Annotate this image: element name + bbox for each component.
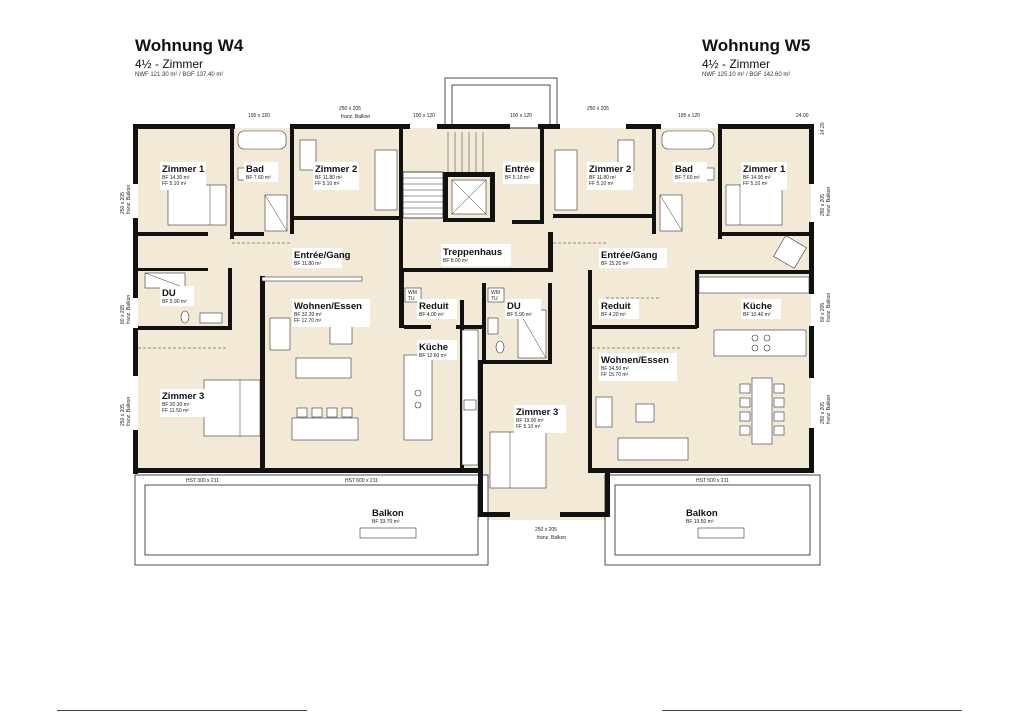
w4-zimmer2-name: Zimmer 2 bbox=[315, 164, 357, 175]
staircase bbox=[402, 132, 487, 219]
w5-wohnen-name: Wohnen/Essen bbox=[601, 355, 669, 366]
dim-side-right-b-balkon: franz. Balkon bbox=[826, 293, 832, 322]
footer-rule-left bbox=[57, 710, 307, 711]
dim-side-left-b: 80 x 205 bbox=[120, 305, 126, 324]
w4-bad-bf: BF 7.60 m² bbox=[246, 175, 271, 181]
treppenhaus-bf: BF 8.00 m² bbox=[443, 258, 468, 264]
w5-du-bf: BF 5.90 m² bbox=[507, 312, 532, 318]
dim-side-left-b-balkon: franz. Balkon bbox=[126, 295, 132, 324]
w5-balkon-bf: BF 19.50 m² bbox=[686, 519, 714, 525]
dim-side-left-c: 250 x 205 bbox=[120, 404, 126, 426]
unit-w5-area-summary: NWF 125.10 m² / BGF 142.60 m² bbox=[702, 72, 791, 78]
dim-side-right-c-balkon: franz. Balkon bbox=[826, 395, 832, 424]
dashed-lines bbox=[138, 242, 680, 349]
wm-label-right: WM bbox=[491, 290, 500, 296]
dim-side-right-b: 80 x 205 bbox=[820, 303, 826, 322]
w4-bad-name: Bad bbox=[246, 164, 264, 175]
w4-wohnen-bf: BF 32.20 m² bbox=[294, 312, 322, 318]
dim-win-100-b: 100 x 120 bbox=[510, 113, 532, 119]
dimension-labels: 195 x 120 250 x 205 franz. Balkon 100 x … bbox=[120, 106, 832, 541]
w4-wohnen-ff: FF 12.70 m² bbox=[294, 318, 322, 324]
w5-entree-name: Entrée bbox=[505, 164, 535, 175]
w5-wohnen-bf: BF 34.50 m² bbox=[601, 366, 629, 372]
w4-zimmer3-ff: FF 11.50 m² bbox=[162, 408, 189, 414]
dim-level-2400: 24.00 bbox=[796, 113, 809, 119]
w5-du-name: DU bbox=[507, 301, 521, 312]
dim-win-195-left: 195 x 120 bbox=[248, 113, 270, 119]
w5-entree-gang-name: Entrée/Gang bbox=[601, 250, 658, 261]
wm-label-left: WM bbox=[408, 290, 417, 296]
w4-entree-gang-bf: BF 11.80 m² bbox=[294, 261, 321, 267]
unit-w4-title: Wohnung W4 bbox=[135, 36, 244, 55]
w4-zimmer1-name: Zimmer 1 bbox=[162, 164, 205, 175]
dim-win-100-a: 100 x 120 bbox=[413, 113, 435, 119]
w5-zimmer2-ff: FF 5.10 m² bbox=[589, 181, 614, 187]
w4-wohnen-name: Wohnen/Essen bbox=[294, 301, 362, 312]
unit-w4-subtitle: 4½ - Zimmer bbox=[135, 57, 204, 71]
w4-du-name: DU bbox=[162, 288, 176, 299]
w4-balkon-bf: BF 33.70 m² bbox=[372, 519, 400, 525]
w5-zimmer2-name: Zimmer 2 bbox=[589, 164, 631, 175]
w4-du-bf: BF 5.90 m² bbox=[162, 299, 187, 305]
w5-bad-name: Bad bbox=[675, 164, 693, 175]
dim-win-250-bottom: 250 x 205 bbox=[535, 527, 557, 533]
dim-balkon-bottom: franz. Balkon bbox=[537, 535, 566, 541]
treppenhaus-name: Treppenhaus bbox=[443, 247, 502, 258]
w4-zimmer1-bf: BF 14.30 m² bbox=[162, 175, 190, 181]
furniture bbox=[144, 130, 810, 539]
w4-kueche-name: Küche bbox=[419, 342, 448, 353]
dim-side-right-c: 250 x 205 bbox=[820, 402, 826, 424]
dim-win-250-top-right: 250 x 205 bbox=[587, 106, 609, 112]
dim-side-left-c-balkon: franz. Balkon bbox=[126, 397, 132, 426]
w5-zimmer1-bf: BF 14.90 m² bbox=[743, 175, 771, 181]
w5-wohnen-ff: FF 15.70 m² bbox=[601, 372, 629, 378]
tu-label-right: TU bbox=[491, 296, 498, 302]
dim-side-right-a: 250 x 205 bbox=[820, 194, 826, 216]
unit-w5-subtitle: 4½ - Zimmer bbox=[702, 57, 771, 71]
tu-label-left: TU bbox=[408, 296, 415, 302]
dim-level-1420: 14.20 bbox=[820, 122, 826, 135]
dim-win-195-right: 195 x 120 bbox=[678, 113, 700, 119]
w5-zimmer3-name: Zimmer 3 bbox=[516, 407, 558, 418]
w5-kueche-bf: BF 10.40 m² bbox=[743, 312, 771, 318]
w5-balkon-name: Balkon bbox=[686, 508, 718, 519]
appliance-labels: WM TU WM TU bbox=[408, 290, 500, 302]
walls bbox=[133, 124, 814, 517]
w5-zimmer1-ff: FF 5.10 m² bbox=[743, 181, 768, 187]
w4-zimmer2-bf: BF 11.80 m² bbox=[315, 175, 342, 181]
dim-side-left-a: 250 x 205 bbox=[120, 192, 126, 214]
w5-entree-bf: BF 5.10 m² bbox=[505, 175, 530, 181]
w4-reduit-bf: BF 4.00 m² bbox=[419, 312, 444, 318]
w4-zimmer3-bf: BF 20.30 m² bbox=[162, 402, 190, 408]
w4-balkon-name: Balkon bbox=[372, 508, 404, 519]
dim-hst-600: HST 600 x 211 bbox=[345, 478, 378, 484]
w5-zimmer3-ff: FF 5.10 m² bbox=[516, 424, 541, 430]
w5-entree-gang-bf: BF 15.20 m² bbox=[601, 261, 629, 267]
w5-reduit-bf: BF 4.20 m² bbox=[601, 312, 626, 318]
w4-zimmer2-ff: FF 5.10 m² bbox=[315, 181, 340, 187]
footer-rule-right bbox=[662, 710, 962, 711]
w5-zimmer2-bf: BF 11.80 m² bbox=[589, 175, 616, 181]
w4-kueche-bf: BF 12.60 m² bbox=[419, 353, 447, 359]
w5-kueche-name: Küche bbox=[743, 301, 772, 312]
w5-zimmer3-bf: BF 19.90 m² bbox=[516, 418, 544, 424]
w5-zimmer1-name: Zimmer 1 bbox=[743, 164, 786, 175]
w4-reduit-name: Reduit bbox=[419, 301, 449, 312]
dim-side-left-a-balkon: franz. Balkon bbox=[126, 185, 132, 214]
w4-zimmer3-name: Zimmer 3 bbox=[162, 391, 204, 402]
unit-w5-title: Wohnung W5 bbox=[702, 36, 811, 55]
dim-hst-500: HST 500 x 211 bbox=[696, 478, 729, 484]
dim-side-right-a-balkon: franz. Balkon bbox=[826, 187, 832, 216]
w4-entree-gang-name: Entrée/Gang bbox=[294, 250, 351, 261]
w5-reduit-name: Reduit bbox=[601, 301, 631, 312]
unit-w4-area-summary: NWF 121.30 m² / BGF 137.40 m² bbox=[135, 72, 224, 78]
balkon-outlines bbox=[134, 77, 821, 566]
w4-zimmer1-ff: FF 5.10 m² bbox=[162, 181, 187, 187]
room-labels: Zimmer 1 BF 14.30 m² FF 5.10 m² Bad BF 7… bbox=[160, 162, 787, 526]
dim-hst-300: HST 300 x 211 bbox=[186, 478, 219, 484]
dim-win-250-top-left: 250 x 205 bbox=[339, 106, 361, 112]
dim-balkon-top-left: franz. Balkon bbox=[341, 114, 370, 120]
w5-bad-bf: BF 7.60 m² bbox=[675, 175, 700, 181]
